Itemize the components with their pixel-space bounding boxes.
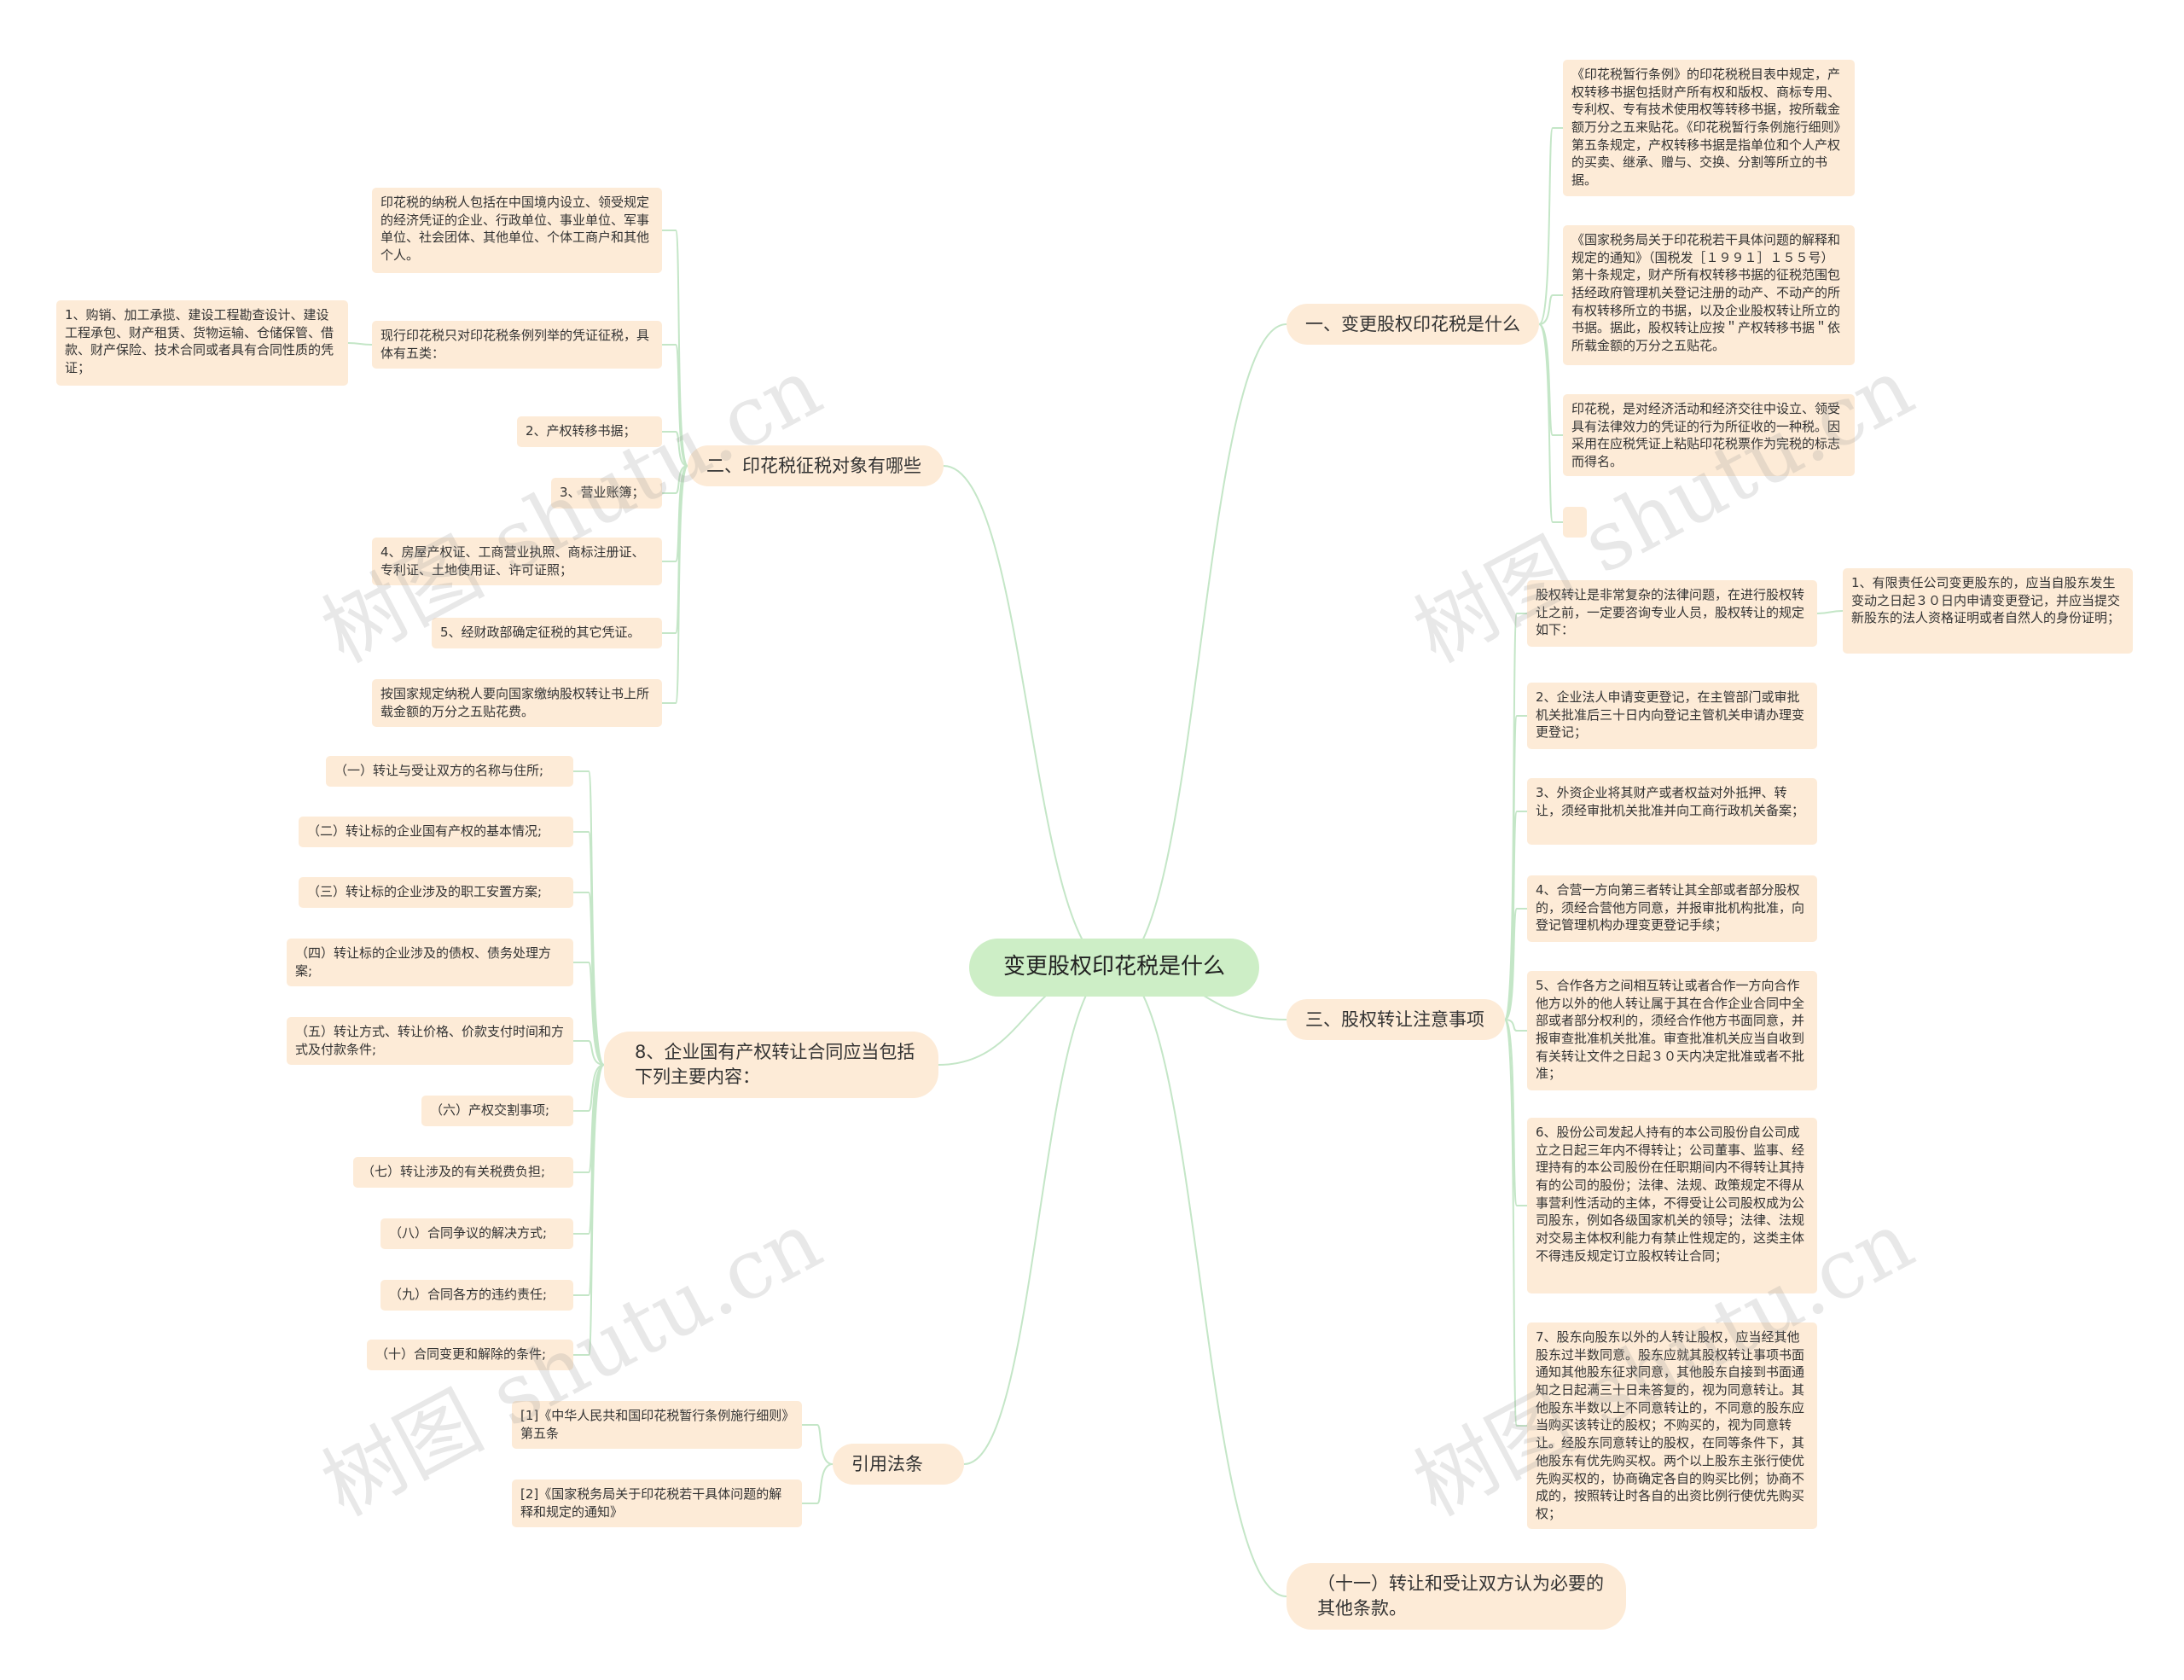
leaf-b1-1: 《印花税暂行条例》的印花税税目表中规定，产权转移书据包括财产所有权和版权、商标专… (1563, 60, 1855, 196)
connector-line (573, 770, 605, 1066)
connector-line (1113, 323, 1287, 968)
leaf-b1-2: 《国家税务局关于印花税若干具体问题的解释和规定的通知》（国税发［１９９１］１５５… (1563, 225, 1855, 365)
leaf-b3-3: 3、外资企业将其财产或者权益对外抵押、转让，须经审批机关批准并向工商行政机关备案… (1527, 778, 1817, 845)
connector-line (1538, 323, 1563, 436)
connector-line (573, 892, 605, 1066)
branch-contract-contents[interactable]: 8、企业国有产权转让合同应当包括下列主要内容： (604, 1032, 938, 1098)
connector-line (347, 342, 373, 346)
leaf-b2-6: 5、经财政部确定征税的其它凭证。 (432, 618, 662, 648)
leaf-b3-6: 6、股份公司发起人持有的本公司股份自公司成立之日起三年内不得转让；公司董事、监事… (1527, 1118, 1817, 1293)
connector-line (573, 1064, 605, 1173)
connector-line (1538, 127, 1563, 325)
connector-line (1504, 613, 1527, 1020)
connector-line (1113, 967, 1287, 1597)
leaf-b4-8: （八）合同争议的解决方式; (380, 1218, 573, 1249)
leaf-b4-10: （十）合同变更和解除的条件; (367, 1340, 573, 1370)
connector-line (1504, 1019, 1527, 1427)
leaf-b3-2: 2、企业法人申请变更登记，在主管部门或审批机关批准后三十日内向登记主管机关申请办… (1527, 683, 1817, 749)
connector-line (573, 1040, 605, 1066)
connector-line (802, 1463, 834, 1504)
leaf-b2-2: 现行印花税只对印花税条例列举的凭证征税，具体有五类： (372, 321, 662, 369)
connector-line (802, 1424, 834, 1465)
connector-line (573, 831, 605, 1066)
connector-line (943, 465, 1115, 968)
leaf-b3-7: 7、股东向股东以外的人转让股权，应当经其他股东过半数同意。股东应就其股权转让事项… (1527, 1322, 1817, 1529)
connector-line (662, 230, 688, 467)
leaf-b5-1: [1]《中华人民共和国印花税暂行条例施行细则》第五条 (512, 1401, 802, 1449)
branch-citations[interactable]: 引用法条 (833, 1444, 964, 1485)
connector-line (963, 967, 1115, 1465)
leaf-b2-5: 4、房屋产权证、工商营业执照、商标注册证、专利证、土地使用证、许可证照； (372, 538, 662, 585)
leaf-b2-3: 2、产权转移书据； (517, 416, 662, 447)
leaf-b4-6: （六）产权交割事项; (421, 1096, 573, 1126)
connector-line (662, 465, 688, 634)
branch-transfer-notes[interactable]: 三、股权转让注意事项 (1287, 999, 1505, 1040)
leaf-b5-2: [2]《国家税务局关于印花税若干具体问题的解释和规定的通知》 (512, 1479, 802, 1527)
connector-line (1538, 323, 1563, 523)
center-topic[interactable]: 变更股权印花税是什么 (969, 939, 1259, 997)
connector-line (662, 465, 688, 494)
leaf-b4-5: （五）转让方式、转让价格、价款支付时间和方式及付款条件; (287, 1017, 573, 1065)
leaf-b4-9: （九）合同各方的违约责任; (380, 1280, 573, 1311)
leaf-b4-7: （七）转让涉及的有关税费负担; (353, 1157, 573, 1188)
leaf-b4-2: （二）转让标的企业国有产权的基本情况; (299, 817, 573, 847)
connector-line (573, 1064, 605, 1356)
connector-line (1504, 908, 1527, 1020)
connector-line (573, 962, 605, 1066)
leaf-b3-sub-1: 1、有限责任公司变更股东的，应当自股东发生变动之日起３０日内申请变更登记，并应当… (1843, 568, 2133, 654)
connector-line (1504, 1019, 1527, 1032)
leaf-b2-1: 印花税的纳税人包括在中国境内设立、领受规定的经济凭证的企业、行政单位、事业单位、… (372, 188, 662, 273)
leaf-b3-4: 4、合营一方向第三者转让其全部或者部分股权的，须经合营他方同意，并报审批机构批准… (1527, 875, 1817, 942)
leaf-b2-7: 按国家规定纳税人要向国家缴纳股权转让书上所载金额的万分之五贴花费。 (372, 679, 662, 727)
leaf-b1-3: 印花税，是对经济活动和经济交往中设立、领受具有法律效力的凭证的行为所征收的一种税… (1563, 394, 1855, 476)
connector-line (662, 465, 688, 562)
branch-tax-objects[interactable]: 二、印花税征税对象有哪些 (688, 445, 944, 486)
connector-line (1504, 811, 1527, 1020)
connector-line (1504, 715, 1527, 1020)
connector-line (1538, 294, 1563, 325)
leaf-b2-1-sub: 1、购销、加工承揽、建设工程勘查设计、建设工程承包、财产租赁、货物运输、仓储保管… (56, 300, 348, 386)
branch-other-terms[interactable]: （十一）转让和受让双方认为必要的其他条款。 (1287, 1563, 1626, 1630)
connector-line (573, 1064, 605, 1112)
connector-line (573, 1064, 605, 1235)
leaf-b1-empty (1563, 507, 1587, 538)
leaf-b3-5: 5、合作各方之间相互转让或者合作一方向合作他方以外的他人转让属于其在合作企业合同… (1527, 971, 1817, 1090)
leaf-b3-intro: 股权转让是非常复杂的法律问题，在进行股权转让之前，一定要咨询专业人员，股权转让的… (1527, 580, 1817, 647)
connector-line (662, 431, 688, 467)
branch-stamp-tax-what[interactable]: 一、变更股权印花税是什么 (1287, 304, 1539, 345)
leaf-b4-3: （三）转让标的企业涉及的职工安置方案; (299, 877, 573, 908)
connector-line (573, 1064, 605, 1296)
connector-line (1816, 610, 1844, 614)
connector-line (1504, 1019, 1527, 1206)
leaf-b2-4: 3、营业账簿； (551, 478, 662, 509)
connector-line (662, 465, 688, 704)
connector-line (662, 344, 688, 467)
leaf-b4-4: （四）转让标的企业涉及的债权、债务处理方案; (287, 939, 573, 986)
leaf-b4-1: （一）转让与受让双方的名称与住所; (326, 756, 573, 787)
